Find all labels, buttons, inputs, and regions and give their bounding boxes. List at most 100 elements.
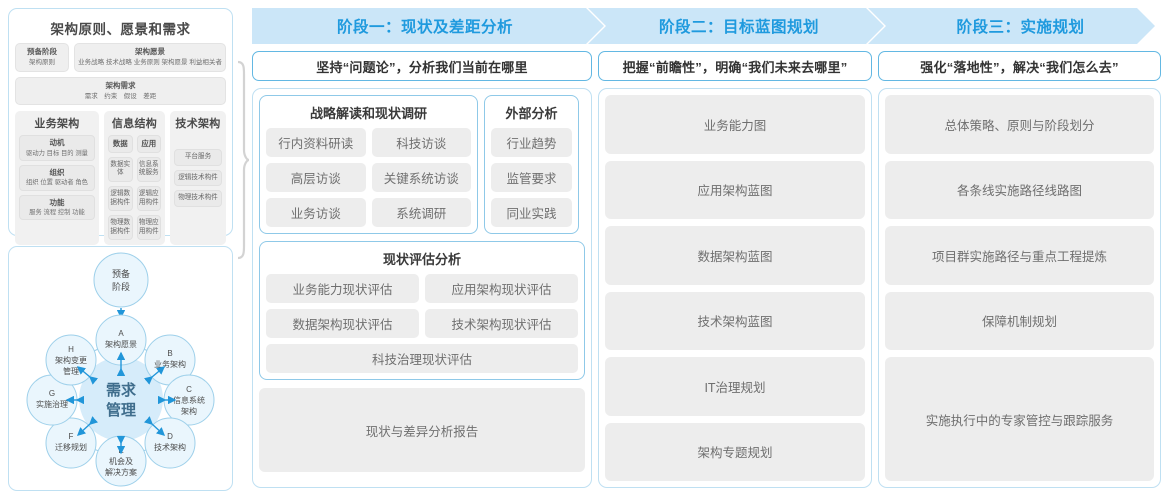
info-app-item: 信息系统服务 xyxy=(136,156,161,182)
information-app-column: 应用 信息系统服务 逻辑应用构件 物理应用构件 xyxy=(136,135,161,241)
assessment-chip[interactable]: 应用架构现状评估 xyxy=(425,274,578,303)
togaf-vision-head: 架构愿景 xyxy=(135,47,165,56)
external-chip[interactable]: 行业趋势 xyxy=(491,128,572,157)
adm-node-prep xyxy=(93,252,149,308)
research-chip[interactable]: 系统调研 xyxy=(371,198,471,227)
domain-item-sub: 组织 位置 驱动者 角色 xyxy=(26,179,88,187)
external-analysis-title: 外部分析 xyxy=(505,106,558,121)
adm-node-h-label-2: 管理 xyxy=(63,366,79,376)
phase-1-subtitle: 坚持“问题论”，分析我们当前在哪里 xyxy=(252,51,592,81)
phase-3-item[interactable]: 保障机制规划 xyxy=(885,291,1154,350)
togaf-prep-head: 预备阶段 xyxy=(27,47,57,56)
domain-item-head: 功能 xyxy=(49,197,65,207)
adm-prep-line1: 预备 xyxy=(112,268,130,279)
assessment-title: 现状评估分析 xyxy=(382,252,461,267)
gap-analysis-report[interactable]: 现状与差异分析报告 xyxy=(259,388,585,472)
info-data-item: 物理数据构件 xyxy=(108,215,133,241)
assessment-chip[interactable]: 业务能力现状评估 xyxy=(266,274,419,303)
adm-node-h-key: H xyxy=(68,345,74,354)
info-app-head: 应用 xyxy=(136,135,161,153)
togaf-panel-title: 架构原则、愿景和需求 xyxy=(50,22,191,37)
research-chip[interactable]: 科技访谈 xyxy=(371,128,471,157)
assessment-chip[interactable]: 科技治理现状评估 xyxy=(266,344,578,373)
phase-3-item[interactable]: 项目群实施路径与重点工程提炼 xyxy=(885,226,1154,285)
phase-1-top-row: 战略解读和现状调研 行内资料研读 科技访谈 高层访谈 关键系统访谈 业务访谈 xyxy=(259,95,585,234)
adm-node-f-label: 迁移规划 xyxy=(55,442,87,452)
adm-cycle-panel: 需求 管理 预备 阶段 A 架构愿景 xyxy=(8,246,233,491)
adm-node-g-key: G xyxy=(49,389,55,398)
togaf-top-row: 预备阶段 架构原则 架构愿景 业务战略 技术战略 业务原则 架构愿景 利益相关者 xyxy=(15,43,226,72)
ribbon-cell-phase-1[interactable]: 阶段一：现状及差距分析 xyxy=(252,8,598,44)
ribbon-labels: 阶段一：现状及差距分析 阶段二：目标蓝图规划 阶段三：实施规划 xyxy=(252,8,1161,44)
phase-3-item[interactable]: 各条线实施路径线路图 xyxy=(885,160,1154,219)
adm-node-c-label-1: 信息系统 xyxy=(173,395,205,405)
ribbon-label-phase-2: 阶段二：目标蓝图规划 xyxy=(658,19,819,36)
phase-2-subtitle: 把握“前瞻性”，明确“我们未来去哪里” xyxy=(598,51,872,81)
external-chip[interactable]: 同业实践 xyxy=(491,198,572,227)
assessment-chip[interactable]: 数据架构现状评估 xyxy=(266,309,419,338)
togaf-requirements-sub: 需求 约束 假设 差距 xyxy=(84,92,157,100)
phase-3-item[interactable]: 总体策略、原则与阶段划分 xyxy=(885,95,1154,154)
adm-node-a-key: A xyxy=(118,329,124,338)
phases-region: 阶段一：现状及差距分析 阶段二：目标蓝图规划 阶段三：实施规划 坚持“问题论”，… xyxy=(252,8,1161,488)
adm-node-c-key: C xyxy=(186,385,192,394)
domain-item: 动机 驱动力 目标 目的 测量 xyxy=(19,135,95,161)
togaf-domain-information: 信息结构 数据 数据实体 逻辑数据构件 物理数据构件 应用 信息系统服务 逻辑应… xyxy=(104,111,165,246)
phase-2-item[interactable]: 架构专题规划 xyxy=(605,422,865,481)
assessment-row: 数据架构现状评估 技术架构现状评估 xyxy=(266,309,578,338)
togaf-prep-box: 预备阶段 架构原则 xyxy=(15,43,69,72)
phase-3-item[interactable]: 实施执行中的专家管控与跟踪服务 xyxy=(885,357,1154,482)
ribbon-cell-phase-2[interactable]: 阶段二：目标蓝图规划 xyxy=(598,8,880,44)
adm-node-e-label-2: 解决方案 xyxy=(105,467,137,477)
info-data-head: 数据 xyxy=(108,135,133,153)
phase-2-stack: 业务能力图 应用架构蓝图 数据架构蓝图 技术架构蓝图 IT治理规划 架构专题规划 xyxy=(605,95,865,481)
adm-core-label-line2: 管理 xyxy=(106,401,136,419)
adm-node-f-key: F xyxy=(69,432,74,441)
info-data-item: 数据实体 xyxy=(108,156,133,182)
phase-2-item[interactable]: IT治理规划 xyxy=(605,357,865,416)
phase-column-1: 坚持“问题论”，分析我们当前在哪里 战略解读和现状调研 行内资料研读 科技访谈 … xyxy=(252,51,592,488)
ribbon-cell-phase-3[interactable]: 阶段三：实施规划 xyxy=(880,8,1161,44)
research-chip[interactable]: 高层访谈 xyxy=(266,163,366,192)
phase-1-body: 战略解读和现状调研 行内资料研读 科技访谈 高层访谈 关键系统访谈 业务访谈 xyxy=(252,88,592,488)
phase-2-item[interactable]: 数据架构蓝图 xyxy=(605,226,865,285)
external-row: 行业趋势 xyxy=(491,128,572,157)
phase-ribbon: 阶段一：现状及差距分析 阶段二：目标蓝图规划 阶段三：实施规划 xyxy=(252,8,1161,44)
external-row: 同业实践 xyxy=(491,198,572,227)
togaf-requirements-head: 架构需求 xyxy=(105,80,136,90)
domain-item-head: 动机 xyxy=(49,138,65,148)
research-chip[interactable]: 行内资料研读 xyxy=(266,128,366,157)
external-chip[interactable]: 监管要求 xyxy=(491,163,572,192)
research-chip[interactable]: 关键系统访谈 xyxy=(371,163,471,192)
domain-item-sub: 服务 流程 控制 功能 xyxy=(29,209,85,216)
research-chip[interactable]: 业务访谈 xyxy=(266,198,366,227)
phase-3-subtitle: 强化“落地性”，解决“我们怎么去” xyxy=(878,51,1161,81)
togaf-prep-sub: 架构原则 xyxy=(29,58,55,66)
adm-node-e-label-1: 机会及 xyxy=(109,456,133,466)
adm-cycle-svg: 需求 管理 预备 阶段 A 架构愿景 xyxy=(26,252,215,487)
togaf-vision-sub: 业务战略 技术战略 业务原则 架构愿景 利益相关者 xyxy=(78,58,222,66)
phase-2-item[interactable]: 应用架构蓝图 xyxy=(605,160,865,219)
adm-node-b-label: 业务架构 xyxy=(154,359,186,369)
tech-item: 物理技术构件 xyxy=(174,190,222,207)
domain-item: 组织 组织 位置 驱动者 角色 xyxy=(19,164,95,191)
info-app-item: 物理应用构件 xyxy=(136,215,161,241)
ribbon-label-phase-1: 阶段一：现状及差距分析 xyxy=(336,19,513,36)
assessment-chip[interactable]: 技术架构现状评估 xyxy=(425,309,578,338)
togaf-domains-row: 业务架构 动机 驱动力 目标 目的 测量 组织 组织 位置 驱动者 角色 功能 … xyxy=(15,111,226,246)
research-row: 业务访谈 系统调研 xyxy=(266,198,471,227)
adm-core-circle xyxy=(79,357,163,441)
adm-node-h-label-1: 架构变更 xyxy=(55,355,87,365)
phase-2-item[interactable]: 技术架构蓝图 xyxy=(605,291,865,350)
brace-connector-icon xyxy=(237,60,250,260)
phase-3-stack: 总体策略、原则与阶段划分 各条线实施路径线路图 项目群实施路径与重点工程提炼 保… xyxy=(885,95,1154,482)
research-group: 战略解读和现状调研 行内资料研读 科技访谈 高层访谈 关键系统访谈 业务访谈 xyxy=(259,95,478,234)
domain-item-sub: 驱动力 目标 目的 测量 xyxy=(26,149,88,157)
ribbon-background xyxy=(252,8,1161,44)
phase-column-2: 把握“前瞻性”，明确“我们未来去哪里” 业务能力图 应用架构蓝图 数据架构蓝图 … xyxy=(598,51,872,488)
phase-column-3: 强化“落地性”，解决“我们怎么去” 总体策略、原则与阶段划分 各条线实施路径线路… xyxy=(878,51,1161,488)
phase-2-item[interactable]: 业务能力图 xyxy=(605,95,865,154)
phase-columns: 坚持“问题论”，分析我们当前在哪里 战略解读和现状调研 行内资料研读 科技访谈 … xyxy=(252,51,1161,488)
information-data-column: 数据 数据实体 逻辑数据构件 物理数据构件 xyxy=(108,135,133,241)
